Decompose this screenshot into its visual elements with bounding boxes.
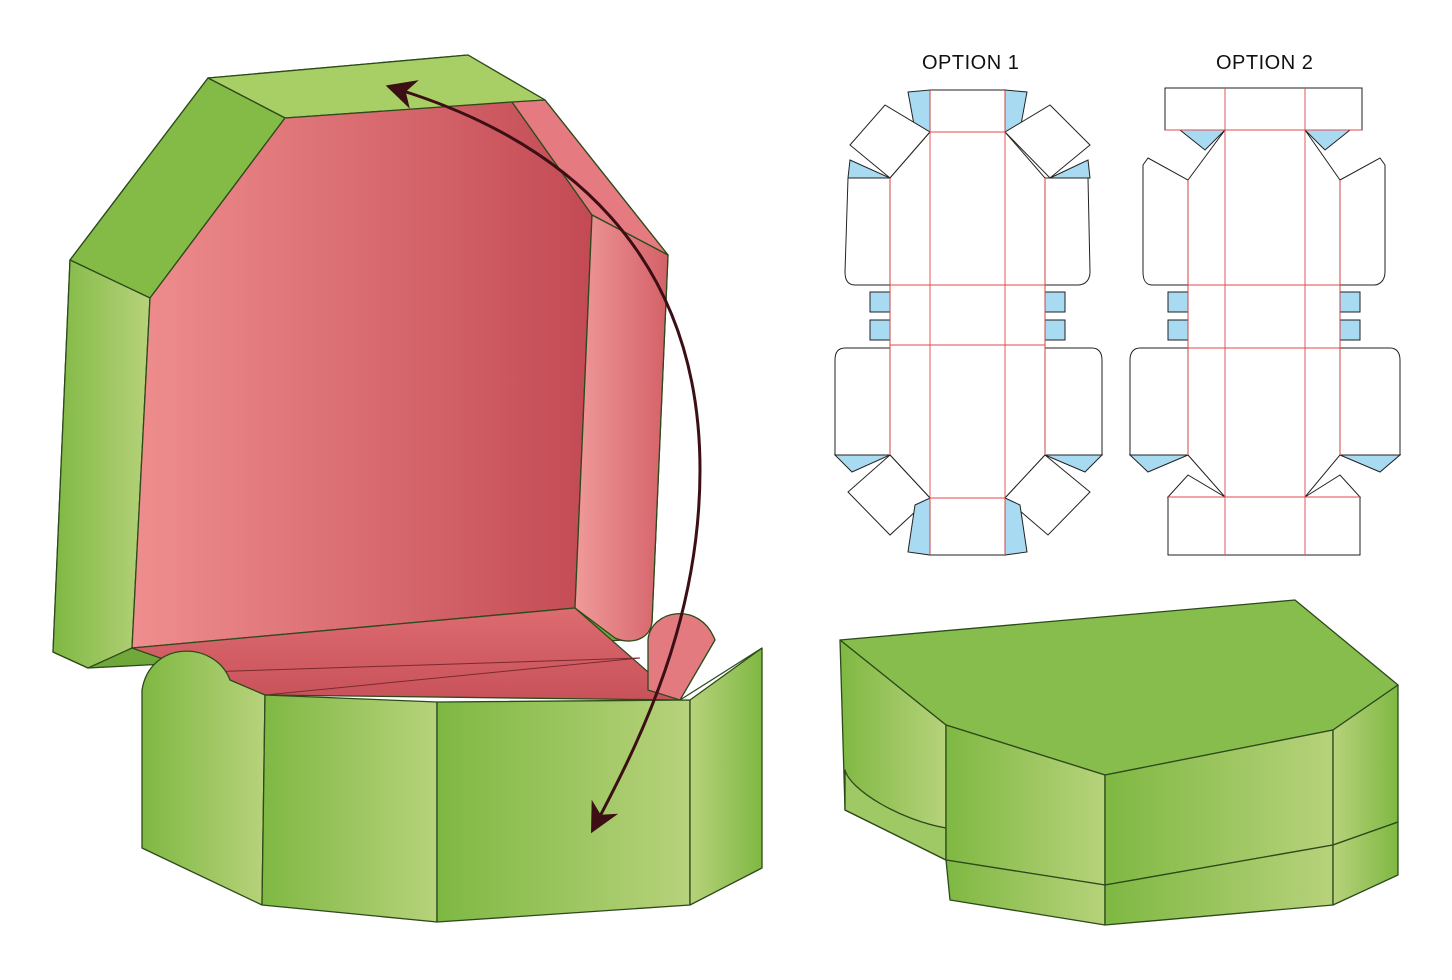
opt2-upper-side-left [1142, 157, 1189, 286]
opt2-lower-side-right [1339, 347, 1401, 456]
base-front-wall [436, 699, 691, 923]
option-2-label: OPTION 2 [1216, 52, 1314, 74]
closed-base-right [1332, 821, 1399, 906]
opt1-bottom-flap [929, 497, 1006, 556]
opt1-lower-side-left [834, 347, 891, 456]
opt1-diag-flap-bl [847, 454, 931, 536]
dieline-option-1 [833, 89, 1104, 556]
opt2-lower-side-left [1129, 347, 1189, 456]
fold-arrow [385, 80, 702, 834]
option-1-label: OPTION 1 [922, 52, 1020, 74]
opt1-lower-side-right [1044, 347, 1103, 456]
opt1-upper-side-right [1044, 177, 1091, 286]
open-box [52, 54, 763, 923]
base-right-round-flap [647, 613, 716, 701]
base-left-wall [261, 694, 438, 923]
opt2-upper-side-right [1339, 157, 1386, 286]
opt2-middle-band [1187, 284, 1341, 349]
base-right-wall [689, 647, 763, 906]
opt1-top-flap [929, 89, 1006, 133]
base-left-round-flap [141, 650, 266, 906]
opt1-lower-panel [889, 344, 1046, 499]
opt2-top-strip [1164, 87, 1363, 131]
closed-box [839, 599, 1399, 926]
opt1-upper-panel [889, 131, 1046, 286]
lid-left-side [52, 259, 151, 669]
opt2-bottom-strip [1167, 496, 1361, 556]
opt1-diag-flap-br [1004, 454, 1091, 536]
opt2-upper-panel [1187, 129, 1341, 286]
dieline-option-2 [1128, 87, 1402, 556]
opt2-lower-panel [1187, 347, 1341, 498]
opt1-upper-side-left [844, 177, 891, 286]
opt1-middle-band [889, 284, 1046, 346]
